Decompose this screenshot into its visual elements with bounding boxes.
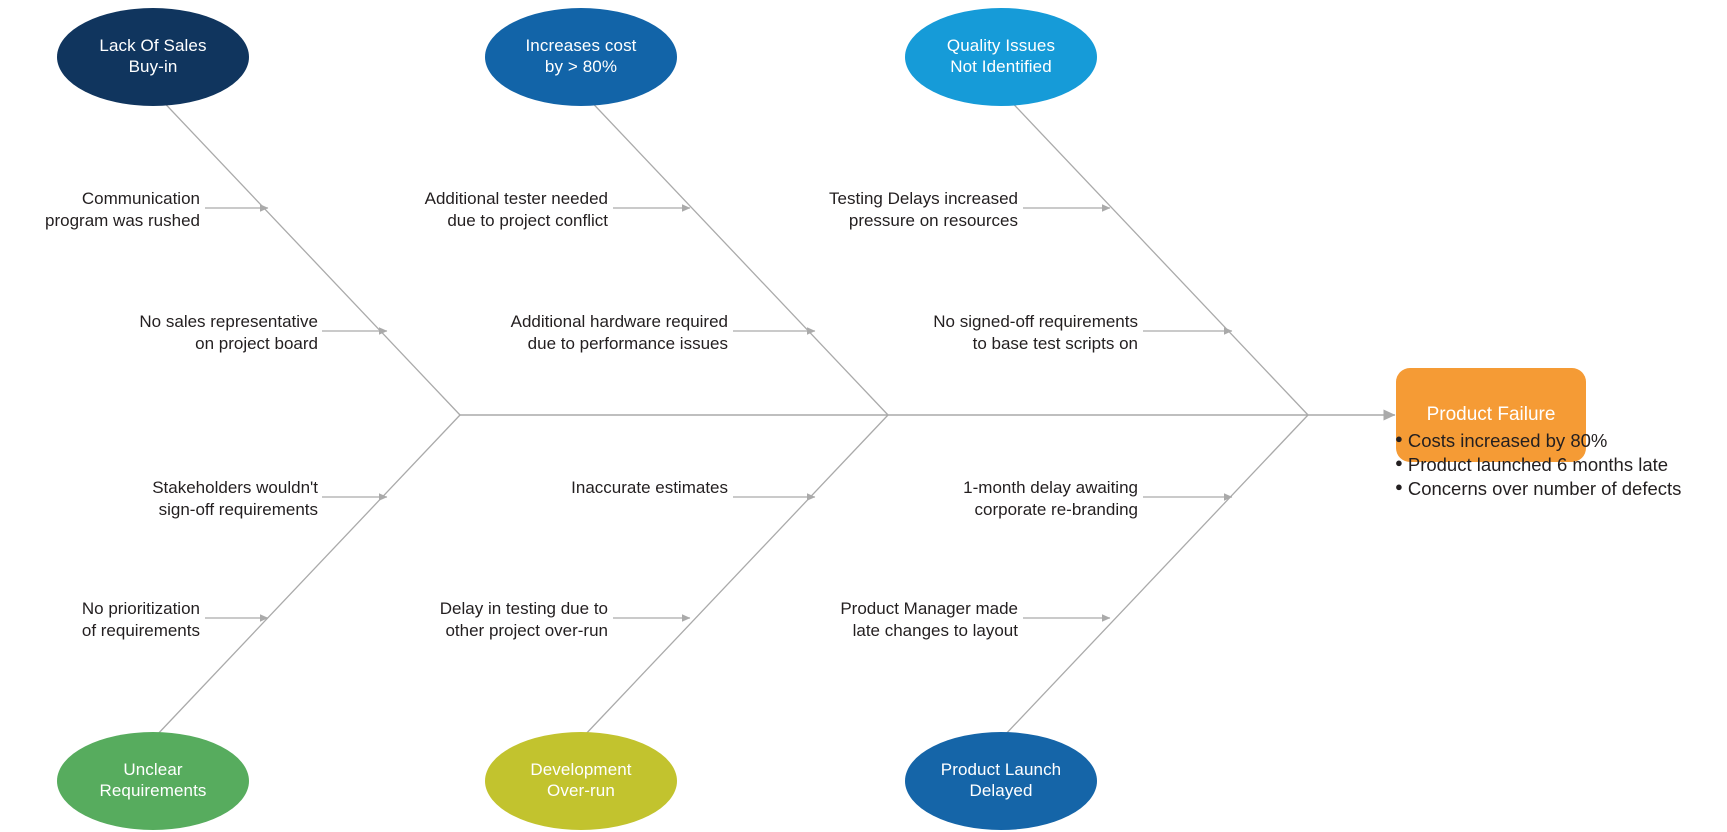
outcome-text: Product launched 6 months late [1407,454,1669,476]
category-label: Development Over-run [530,760,632,800]
cause-label-no-prioritization-of-requirements: No prioritization of requirements [81,599,200,641]
cause-label-additional-hardware-required: Additional hardware required due to perf… [510,312,728,354]
cause-label-inaccurate-estimates: Inaccurate estimates [571,478,728,497]
category-label: Quality Issues Not Identified [946,36,1056,76]
cause-label-no-sales-representative: No sales representative on project board [139,312,318,354]
category-ellipse-lack-of-sales-buy-in[interactable]: Lack Of Sales Buy-in [57,8,249,106]
bullet-icon: ● [1395,479,1403,495]
cause-label-communication-program-rushed: Communication program was rushed [45,189,200,231]
outcome-text: Concerns over number of defects [1407,478,1682,500]
cause-label-no-signed-off-requirements: No signed-off requirements to base test … [933,312,1138,354]
list-item: ● Product launched 6 months late [1395,453,1725,477]
cause-label-additional-tester-needed: Additional tester needed due to project … [424,189,608,231]
bullet-icon: ● [1395,455,1403,471]
cause-label-delay-in-testing: Delay in testing due to other project ov… [439,599,608,641]
cause-label-one-month-delay-rebranding: 1-month delay awaiting corporate re-bran… [963,478,1138,520]
list-item: ● Costs increased by 80% [1395,429,1725,453]
outcome-text: Costs increased by 80% [1407,430,1608,451]
list-item: ● Concerns over number of defects [1395,477,1725,501]
category-ellipse-product-launch-delayed[interactable]: Product Launch Delayed [905,732,1097,830]
outcome-list: ● Costs increased by 80% ● Product launc… [1395,429,1725,501]
category-ellipse-quality-issues-not-identified[interactable]: Quality Issues Not Identified [905,8,1097,106]
cause-label-testing-delays-increased-pressure: Testing Delays increased pressure on res… [829,189,1018,231]
category-ellipse-unclear-requirements[interactable]: Unclear Requirements [57,732,249,830]
cause-label-product-manager-late-changes: Product Manager made late changes to lay… [840,599,1018,641]
effect-box-product-failure[interactable]: Product Failure [1396,368,1586,462]
category-label: Increases cost by > 80% [525,36,637,76]
category-label: Lack Of Sales Buy-in [99,36,207,76]
cause-label-stakeholders-wouldnt-sign-off: Stakeholders wouldn't sign-off requireme… [152,478,318,520]
category-ellipse-increases-cost[interactable]: Increases cost by > 80% [485,8,677,106]
category-label: Unclear Requirements [99,760,207,800]
category-ellipse-development-over-run[interactable]: Development Over-run [485,732,677,830]
category-label: Product Launch Delayed [940,760,1062,800]
bullet-icon: ● [1395,431,1403,446]
effect-label: Product Failure [1426,404,1556,425]
